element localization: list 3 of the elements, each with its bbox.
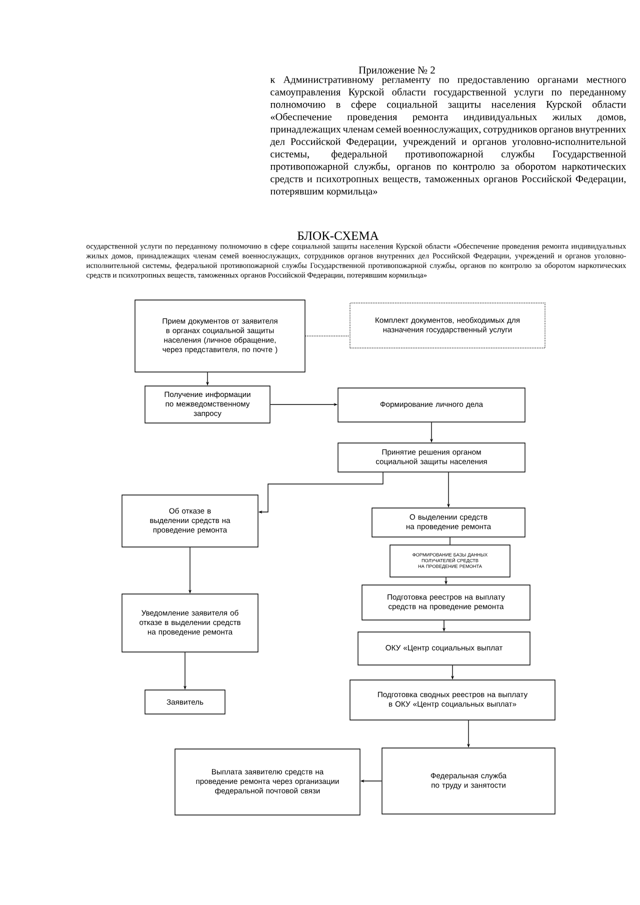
heading: БЛОК-СХЕМА bbox=[298, 232, 379, 240]
subtitle-paragraph: к Административному регламенту по предоставлению органами местного самоуправления Курской области государственной услуги по переданному полномочию в сфере социальной защиты населения Курской области «Обеспечение проведения ремонта индивидуальных жилых домов, принадлежащих членам семей военнослужащих, сотрудников органов внутренних дел Российской Федерации, учреждений и органов уголовно-исполнительной системы, федеральной противопожарной службы Государственной противопожарной службы, органов по контролю за оборотом наркотических средств и психотропных веществ, таможенных органов Российской Федерации, потерявшим кормильца» bbox=[270, 76, 626, 197]
appendix-number: Приложение № 2 bbox=[358, 66, 435, 76]
